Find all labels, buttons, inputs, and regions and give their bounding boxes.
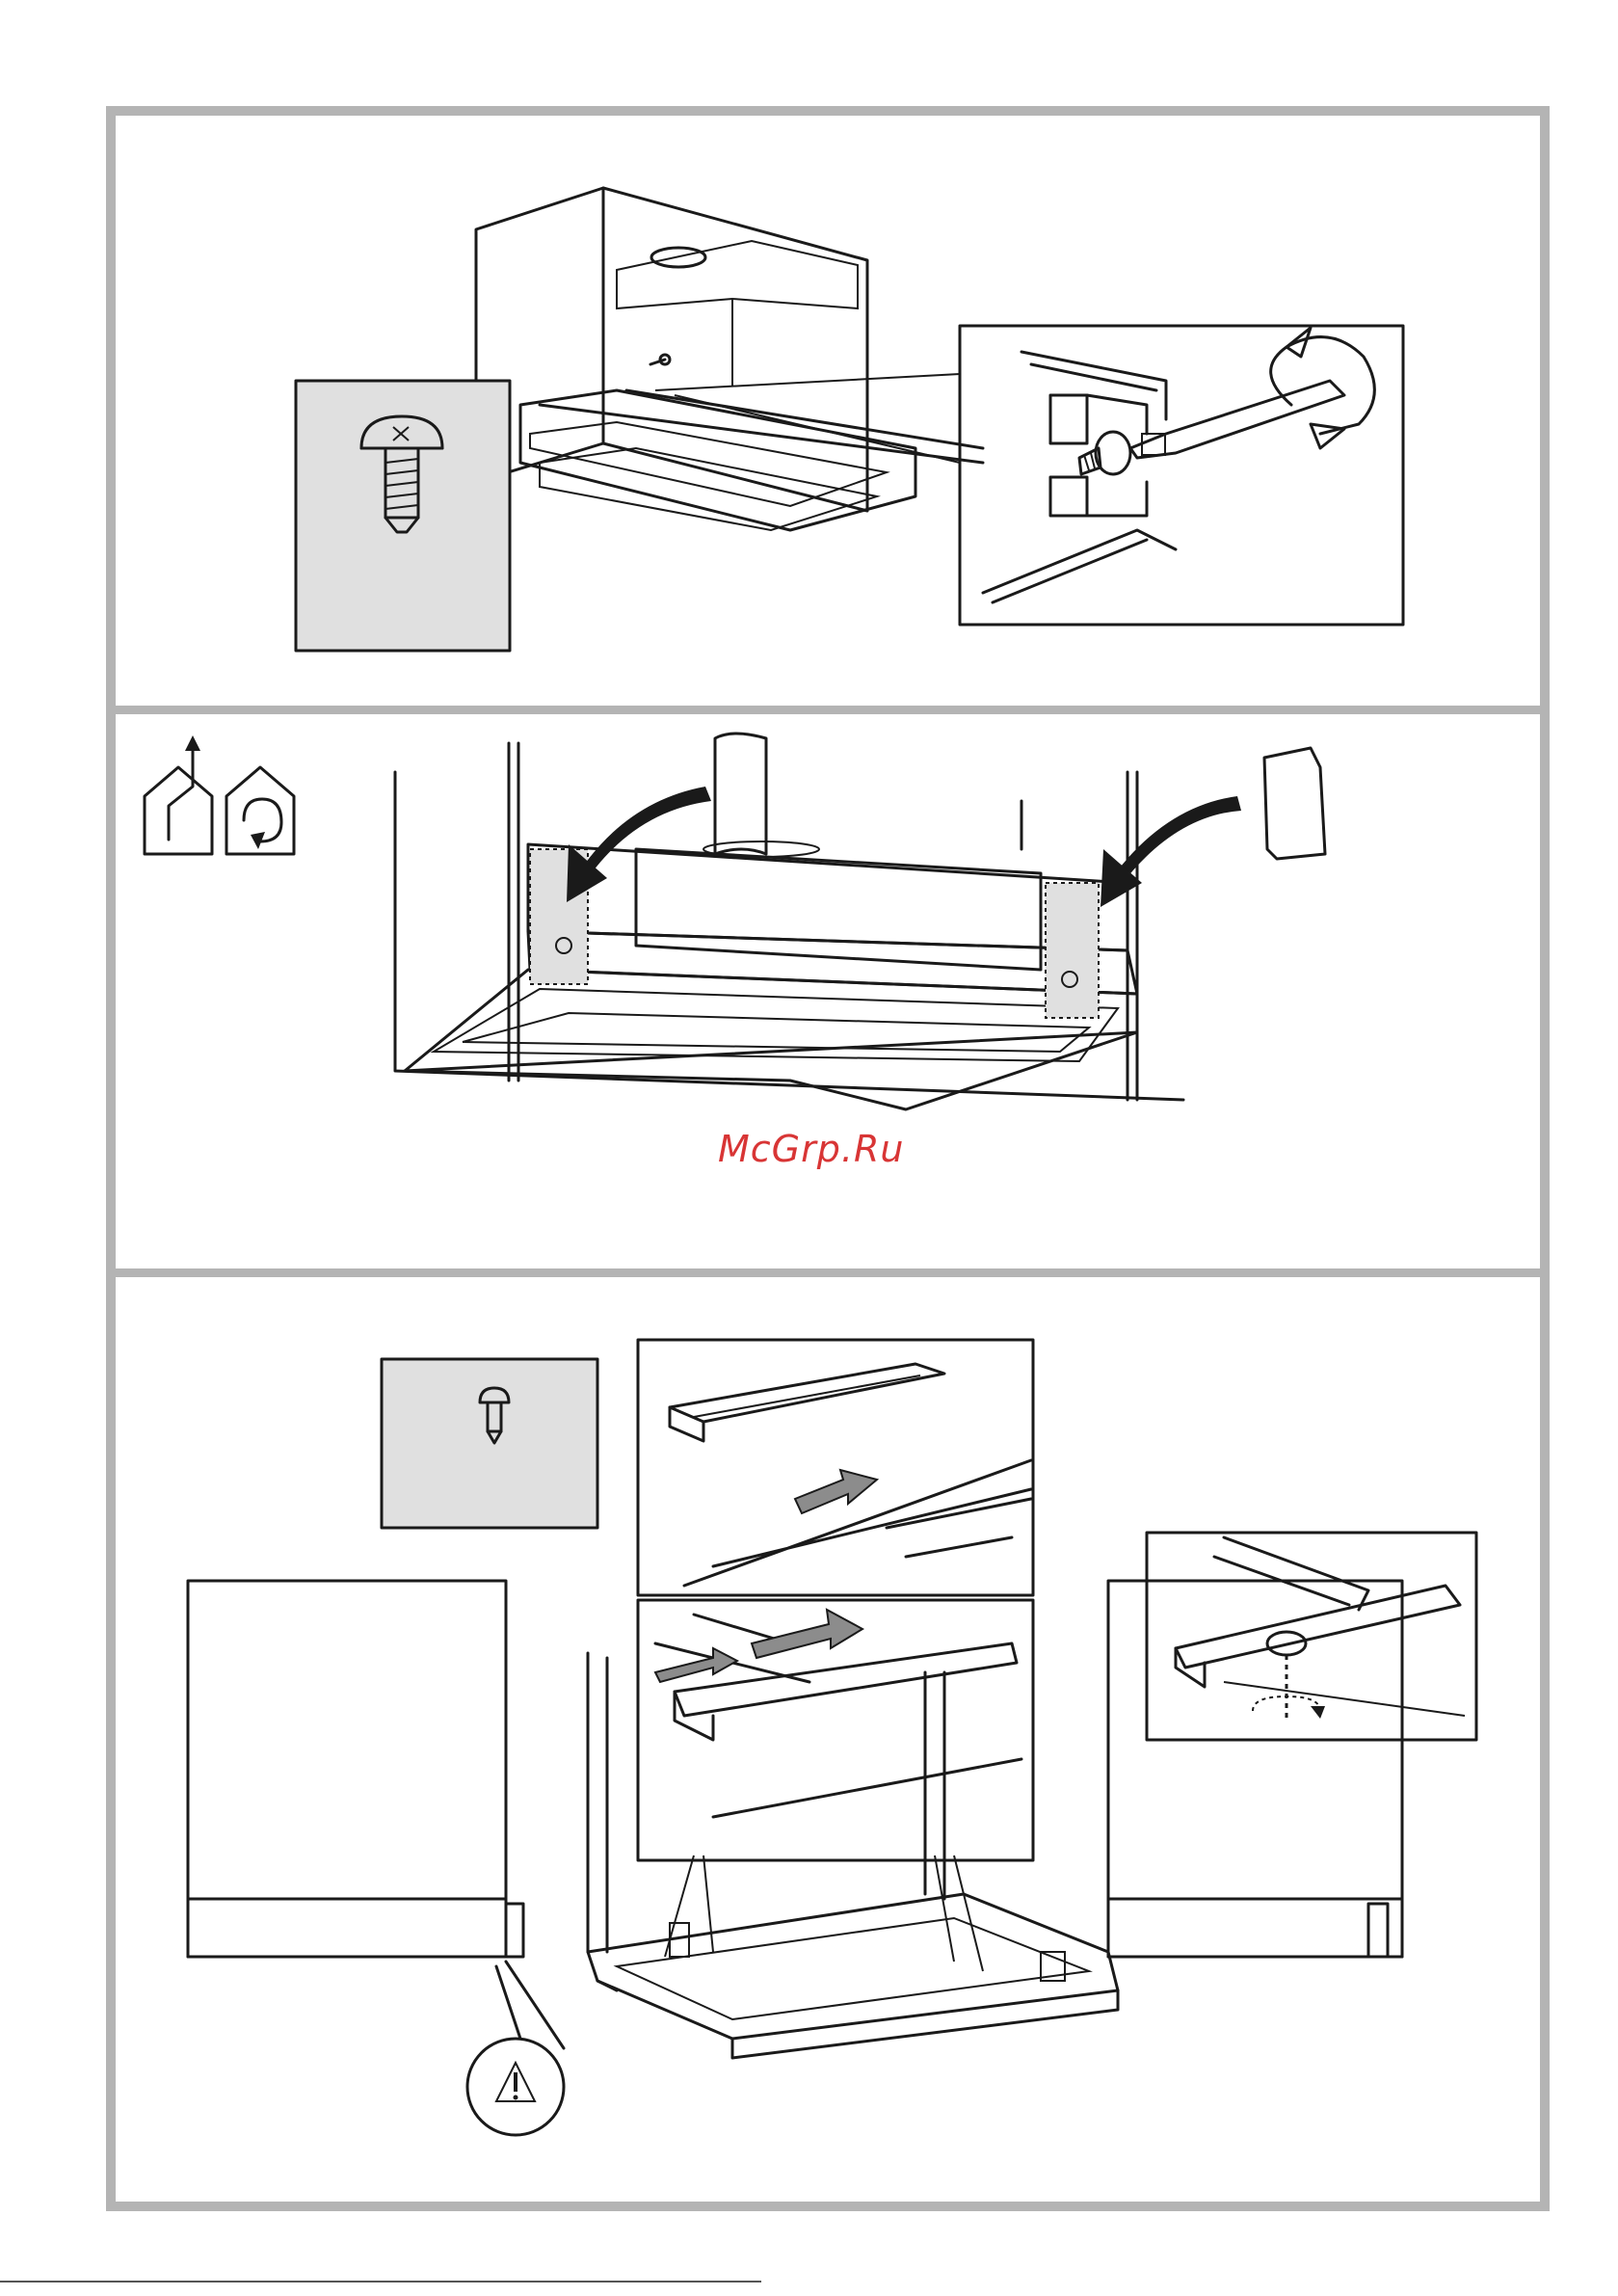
rail-slide-inset	[638, 1340, 1033, 1595]
step-3-illustration	[116, 1277, 1540, 2202]
rail-fasten-inset	[1147, 1533, 1476, 1740]
left-cabinet	[188, 1581, 523, 1957]
step-3-panel	[116, 1277, 1540, 2202]
slide-arrow-icon	[655, 1610, 862, 1682]
warning-icon	[496, 2063, 535, 2101]
step-2-illustration	[116, 714, 1540, 1268]
divider-1	[116, 706, 1540, 714]
divider-2	[116, 1268, 1540, 1277]
duct-cover-left	[715, 734, 766, 854]
screw-inset	[296, 381, 510, 651]
small-screw-inset	[382, 1359, 597, 1528]
step-2-panel	[116, 714, 1540, 1268]
screwdriver-inset	[960, 326, 1403, 625]
rotate-arrow-icon	[1271, 328, 1375, 448]
right-side-cover	[1046, 883, 1099, 1018]
step-1-illustration	[116, 116, 1540, 706]
house-duct-out-icon	[145, 735, 212, 854]
rotate-dotted-icon	[1253, 1696, 1325, 1719]
wall-cabinet	[476, 188, 983, 530]
footer-line	[0, 2281, 761, 2283]
curved-arrow-icon	[567, 787, 1241, 907]
screwdriver-icon	[1130, 381, 1344, 458]
house-recirculation-icon	[226, 767, 294, 854]
rail-adjust-inset	[638, 1600, 1033, 1860]
right-cabinet	[1108, 1581, 1402, 1957]
step-1-panel	[116, 116, 1540, 706]
watermark: McGrp.Ru	[718, 1128, 904, 1170]
hood-underside	[588, 1653, 1118, 2058]
duct-cover-right	[1264, 748, 1325, 859]
warning-callout	[467, 1962, 564, 2135]
